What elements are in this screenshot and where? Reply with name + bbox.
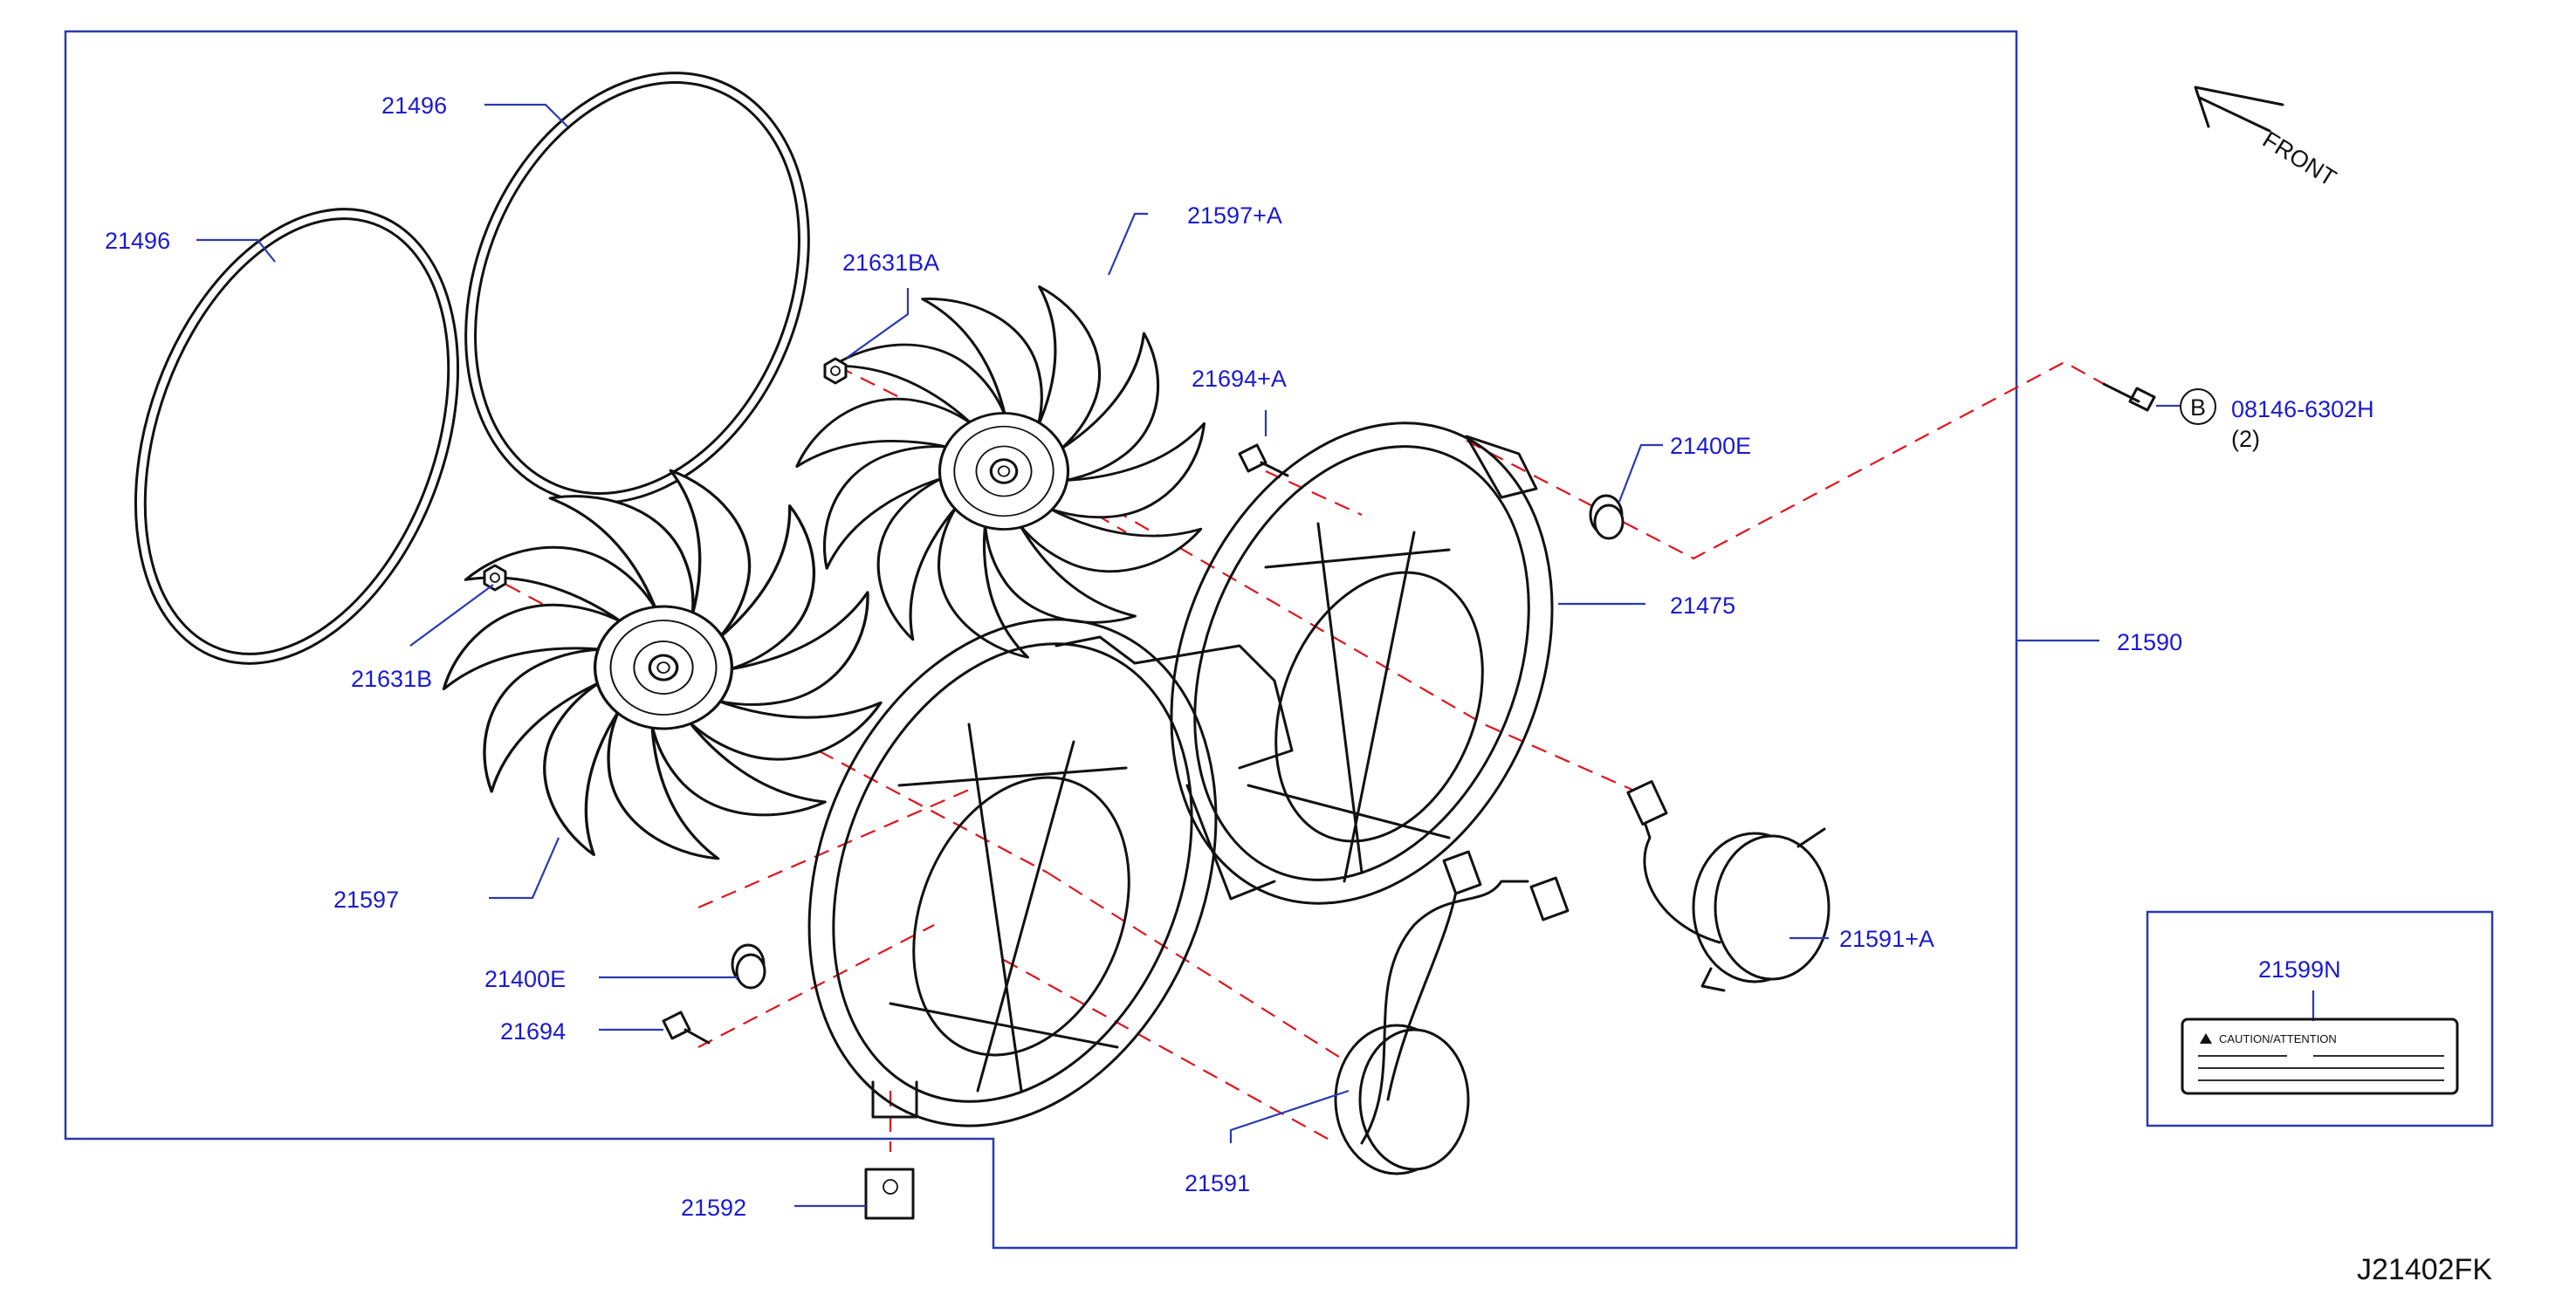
diagram-code: J21402FK bbox=[2357, 1253, 2492, 1286]
caution-text: CAUTION/ATTENTION bbox=[2219, 1032, 2337, 1045]
label-fan-lower: 21597 bbox=[333, 887, 399, 913]
hardware bbox=[483, 86, 2284, 1220]
fan-ring-upper bbox=[464, 72, 810, 504]
motor-lower bbox=[1334, 850, 1570, 1175]
label-grommet-lower: 21400E bbox=[484, 966, 566, 992]
front-label: FRONT bbox=[2258, 127, 2341, 192]
label-grommet-upper: 21400E bbox=[1670, 433, 1751, 459]
label-bolt-code: 08146-6302H bbox=[2231, 396, 2374, 422]
fan-upper bbox=[731, 223, 1274, 712]
assembly-frame bbox=[64, 30, 2018, 1250]
label-bolt-letter: B bbox=[2190, 394, 2206, 421]
label-nut-lower: 21631B bbox=[351, 666, 432, 692]
shroud-upper bbox=[1170, 421, 1554, 905]
label-motor-upper: 21591+A bbox=[1839, 926, 1934, 952]
label-screw-lower: 21694 bbox=[500, 1018, 566, 1045]
label-ring-left: 21496 bbox=[105, 228, 170, 254]
leader-lines bbox=[196, 103, 2315, 1208]
label-shroud-upper: 21475 bbox=[1670, 593, 1735, 619]
assembly-lines bbox=[505, 360, 2105, 1152]
fan-ring-left bbox=[134, 208, 460, 665]
caution-frame bbox=[2146, 910, 2494, 1127]
label-ring-upper: 21496 bbox=[381, 92, 447, 119]
label-motor-lower: 21591 bbox=[1185, 1170, 1250, 1196]
callout-b-circle bbox=[2180, 388, 2216, 425]
label-fan-upper: 21597+A bbox=[1187, 202, 1282, 229]
label-nut-upper: 21631BA bbox=[842, 250, 939, 276]
caution-label-sticker: CAUTION/ATTENTION bbox=[2181, 1018, 2459, 1095]
label-bolt-qty: (2) bbox=[2231, 426, 2260, 452]
label-screw-upper: 21694+A bbox=[1192, 366, 1287, 392]
label-assembly: 21590 bbox=[2117, 629, 2182, 655]
label-caution-part: 21599N bbox=[2258, 956, 2341, 983]
motor-upper bbox=[1626, 780, 1831, 992]
label-bracket: 21592 bbox=[681, 1195, 746, 1221]
shroud-lower bbox=[807, 618, 1294, 1127]
